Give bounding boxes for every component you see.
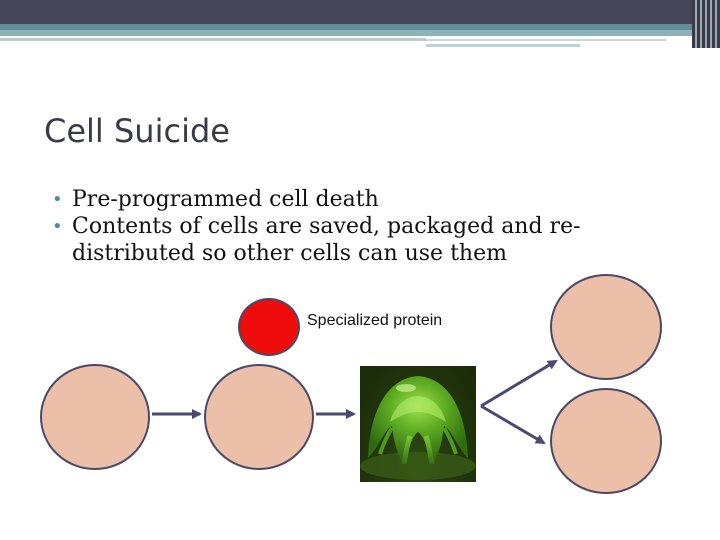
arrow-apoptosis-to-upper-cell	[480, 359, 558, 408]
target-cell	[204, 364, 314, 470]
top-banner-edge-pattern	[692, 0, 720, 48]
bullet-item: • Contents of cells are saved, packaged …	[52, 213, 672, 267]
accent-line	[0, 38, 426, 41]
bullet-item: • Pre-programmed cell death	[52, 186, 672, 213]
specialized-protein	[238, 298, 300, 356]
protein-label: Specialized protein	[307, 312, 443, 329]
accent-line	[426, 44, 580, 47]
top-banner-accent-light	[0, 30, 720, 36]
bullet-marker: •	[52, 189, 63, 210]
accent-line	[426, 39, 666, 41]
healthy-cell	[40, 364, 150, 470]
bullet-list: • Pre-programmed cell death • Contents o…	[52, 186, 672, 267]
apoptotic-cell-graphic	[360, 376, 476, 480]
arrow-apoptosis-to-lower-cell	[480, 404, 546, 445]
bullet-marker: •	[52, 216, 63, 237]
top-banner	[0, 0, 720, 24]
apoptotic-cell-image	[360, 366, 476, 482]
bullet-text: Contents of cells are saved, packaged an…	[72, 214, 581, 266]
bullet-text: Pre-programmed cell death	[72, 187, 379, 212]
recipient-cell	[550, 274, 662, 380]
slide-title: Cell Suicide	[44, 112, 230, 150]
recipient-cell	[550, 388, 662, 494]
